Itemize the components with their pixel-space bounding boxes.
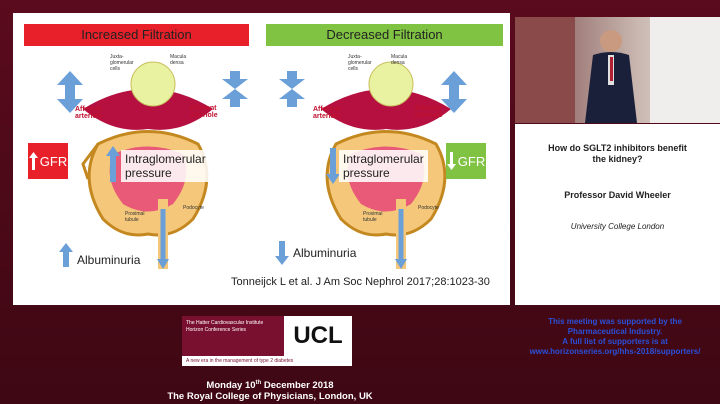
label-afferent-right: Afferent arteriole (313, 106, 341, 120)
support-line3: A full list of supporters is at (562, 337, 668, 346)
event-venue: The Royal College of Physicians, London,… (167, 391, 373, 403)
label-macula-right: Macula densa (391, 54, 408, 66)
speaker-affiliation: University College London (570, 222, 665, 231)
speaker-name: Professor David Wheeler (564, 190, 671, 200)
gfr-decrease-badge: GFR (446, 143, 486, 179)
intraglomerular-pressure-left: Intraglomerular pressure (121, 150, 210, 182)
gfr-label-right: GFR (457, 153, 486, 169)
support-link[interactable]: www.horizonseries.org/hhs-2018/supporter… (529, 347, 701, 356)
support-line1: This meeting was supported by the (548, 317, 682, 326)
albuminuria-label-right: Albuminuria (293, 246, 357, 260)
down-arrow-icon (446, 152, 456, 170)
slide-panel: Increased Filtration Decreased Filtratio… (13, 13, 510, 305)
label-efferent-left: Efferent arteriole (190, 105, 218, 119)
speaker-video (515, 17, 720, 123)
gfr-increase-badge: GFR (28, 143, 68, 179)
label-efferent-right: Efferent arteriole (415, 105, 443, 119)
event-footer: Monday 10th December 2018 The Royal Coll… (0, 378, 540, 402)
gfr-label-left: GFR (39, 153, 68, 169)
talk-title: How do SGLT2 inhibitors benefit the kidn… (548, 143, 687, 164)
logo-line2: Horizon Conference Series (186, 327, 247, 333)
label-podocyte-right: Podocyte (418, 205, 439, 211)
label-macula-left: Macula densa (170, 54, 187, 66)
label-podocyte-left: Podocyte (183, 205, 204, 211)
support-line2: Pharmaceutical Industry. (567, 327, 663, 336)
banner-decreased-filtration: Decreased Filtration (266, 24, 503, 46)
down-arrow-icon (275, 241, 289, 265)
citation-text: Tonneijck L et al. J Am Soc Nephrol 2017… (231, 276, 490, 288)
contract-arrow-icon (222, 71, 248, 107)
label-proximal-left: Proximal tubule (125, 211, 145, 223)
label-juxta-right: Juxta- glomerular cells (348, 54, 372, 72)
banner-increased-filtration: Increased Filtration (24, 24, 249, 46)
contract-arrow-icon (279, 71, 305, 107)
speaker-silhouette (515, 17, 720, 123)
logo-tagline: A new era in the management of type 2 di… (182, 356, 352, 366)
label-proximal-right: Proximal tubule (363, 211, 383, 223)
logo-hatter: The Hatter Cardiovascular Institute Hori… (182, 316, 284, 356)
albuminuria-label-left: Albuminuria (77, 253, 141, 267)
support-notice: This meeting was supported by the Pharma… (510, 317, 720, 357)
up-arrow-icon (59, 243, 73, 267)
up-down-arrow-icon (57, 71, 83, 113)
up-down-arrow-icon (441, 71, 467, 113)
label-afferent-left: Afferent arteriole (75, 106, 103, 120)
up-arrow-icon (28, 152, 38, 170)
conference-logo: The Hatter Cardiovascular Institute Hori… (182, 316, 352, 366)
logo-ucl: UCL (284, 316, 352, 356)
label-juxta-left: Juxta- glomerular cells (110, 54, 134, 72)
up-arrow-icon (106, 146, 120, 182)
info-panel (515, 124, 720, 305)
event-date: Monday 10th December 2018 (206, 380, 334, 392)
logo-line1: The Hatter Cardiovascular Institute (186, 320, 264, 326)
intraglomerular-pressure-right: Intraglomerular pressure (339, 150, 428, 182)
down-arrow-icon (326, 148, 340, 184)
